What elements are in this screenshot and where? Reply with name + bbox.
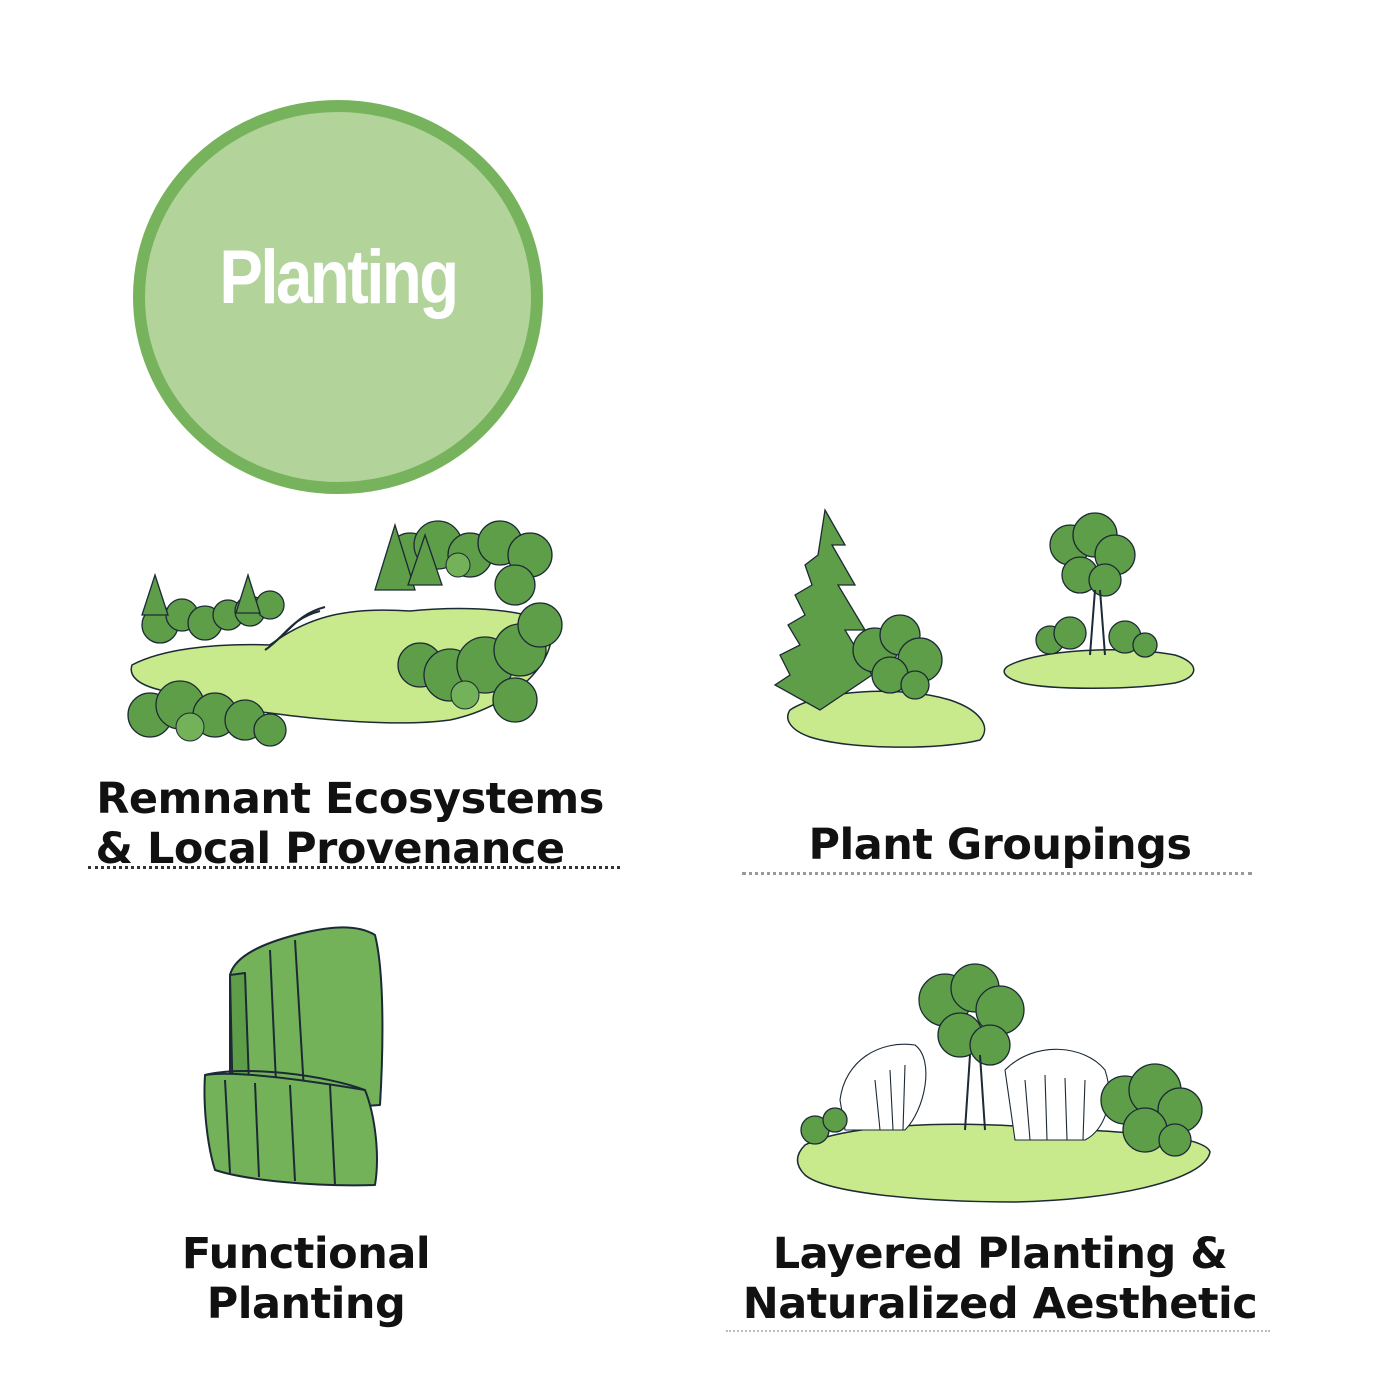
divider: [742, 872, 1252, 879]
caption-remnant-ecosystems: Remnant Ecosystems & Local Provenance: [60, 774, 640, 874]
caption-line: Plant Groupings: [808, 820, 1192, 870]
caption-functional-planting: Functional Planting: [106, 1229, 506, 1329]
divider: [726, 1330, 1270, 1336]
planting-badge: [133, 100, 543, 494]
divider: [88, 866, 620, 873]
caption-line: Remnant Ecosystems: [96, 774, 604, 824]
layered-planting-sketch: [796, 963, 1211, 1203]
hedge-sketch: [203, 926, 384, 1187]
caption-line: Layered Planting &: [772, 1229, 1228, 1279]
caption-line: Functional: [181, 1229, 431, 1279]
caption-plant-groupings: Plant Groupings: [740, 820, 1260, 870]
caption-line: Naturalized Aesthetic: [742, 1279, 1258, 1329]
remnant-ecosystem-sketch: [127, 520, 563, 747]
caption-line: & Local Provenance: [95, 824, 565, 874]
badge-title: Planting: [219, 235, 459, 320]
caption-layered-planting: Layered Planting & Naturalized Aesthetic: [720, 1229, 1280, 1329]
plant-groupings-sketch: [773, 508, 1195, 748]
caption-line: Planting: [206, 1279, 406, 1329]
